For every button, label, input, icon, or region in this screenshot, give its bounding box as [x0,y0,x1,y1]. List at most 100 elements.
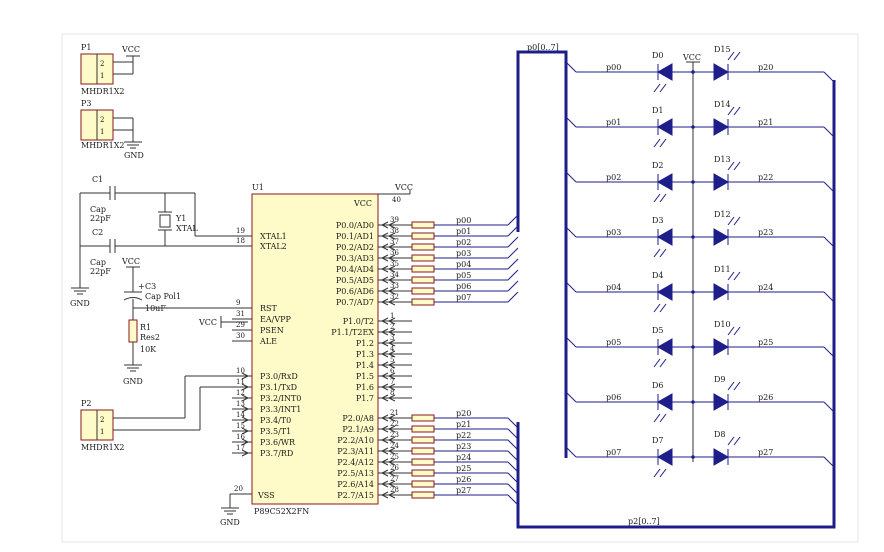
pin-number: 7 [390,378,394,386]
resistor [411,469,435,477]
net-label: p23 [456,442,471,451]
resistor [411,243,435,251]
mcu-u1: U1 VCC VSS P89C52X2FN VCC 40 20 GND 19XT… [220,183,508,527]
bus-entry [507,236,519,248]
resistor [411,458,435,466]
c1-type: Cap [90,205,106,214]
header-p1-pin1: 1 [100,72,104,80]
bus-entry [507,214,519,226]
pin-number: 33 [390,282,399,290]
pin-name: P0.3/AD3 [336,254,374,263]
oscillator-circuit: C1 Cap 22pF C2 Cap 22pF GND Y1 XTAL [70,175,248,308]
pin-name: P0.0/AD0 [336,221,374,230]
pin-name: ALE [259,337,277,346]
pin-name: P3.0/RxD [260,372,298,381]
ground-symbol [71,287,89,295]
pin-number: 31 [236,310,245,318]
c1-ref: C1 [92,175,103,184]
bus-entry [507,417,519,429]
bus-entry [507,472,519,484]
header-p3: P3 2 1 MHDR1X2 GND [80,99,144,160]
resistor [411,276,435,284]
led-ref: D7 [652,436,664,445]
mcu-pin-5: 5P1.4 [356,356,412,370]
net-label: p02 [606,173,621,182]
pin-name: P3.4/T0 [260,416,291,425]
c1-value: 22pF [90,214,111,223]
pin-number: 23 [390,431,399,439]
mcu-body [251,193,379,505]
pin-name: P3.1/TxD [260,383,297,392]
bus-entry [507,291,519,303]
pin-name: P2.0/A8 [342,414,374,423]
pin-number: 34 [390,271,399,279]
header-p3-pin1: 1 [100,128,104,136]
net-label: p01 [606,118,621,127]
junction [691,235,695,239]
pin-number: 25 [390,453,399,461]
led-array: VCC p00D0D15p20p01D1D14p21p02D2D13p22p03… [565,45,835,478]
net-label: p23 [758,228,773,237]
mcu-pin-2: 2P1.1/T2EX [331,323,412,337]
pin-number: 30 [236,332,245,340]
net-label: p05 [456,271,471,280]
c2-type: Cap [90,258,106,267]
pin-name: P1.5 [356,372,374,381]
header-p1-name: MHDR1X2 [81,87,124,96]
net-label: p07 [456,293,471,302]
bus-entry [507,225,519,237]
header-p3-gnd: GND [124,151,144,160]
resistor [411,414,435,422]
pin-name: EA/VPP [260,315,291,324]
osc-gnd-label: GND [70,299,90,308]
pin-number: 2 [390,323,394,331]
bus-entry [507,483,519,495]
junction [691,70,695,74]
junction [691,180,695,184]
pin-name: P0.4/AD4 [336,265,374,274]
resistor [411,491,435,499]
net-label: p24 [758,283,773,292]
header-p2-pin1: 1 [100,428,104,436]
mcu-vcc-label: VCC [353,199,372,208]
led-D7: D7 [652,436,673,478]
net-label: p26 [758,393,773,402]
c3-ref: C3 [145,282,156,291]
led-ref: D2 [652,161,664,170]
pin-number: 16 [236,433,245,441]
pin-number: 18 [236,237,245,245]
led-D9: D9 [713,375,741,411]
pin-name: P3.6/WR [260,438,296,447]
reset-circuit: VCC + C3 Cap Pol1 10uF R1 Res2 10K GND [121,257,248,386]
led-D6: D6 [652,381,673,423]
net-label: p01 [456,227,471,236]
pin-number: 4 [390,345,395,353]
bus-entry [507,494,519,506]
net-label: p02 [456,238,471,247]
pin-number: 15 [236,422,245,430]
header-p3-pin2: 2 [100,116,104,124]
mcu-pin-8: 8P1.7 [356,389,412,403]
bus-p2-label: p2[0..7] [628,517,660,526]
led-ref: D13 [714,155,731,164]
junction [691,290,695,294]
pin-name: P0.1/AD1 [336,232,374,241]
header-p2-pin2: 2 [100,416,104,424]
pin-number: 39 [390,216,399,224]
header-p1: P1 2 1 VCC MHDR1X2 [80,43,140,96]
ground-symbol [124,364,142,372]
